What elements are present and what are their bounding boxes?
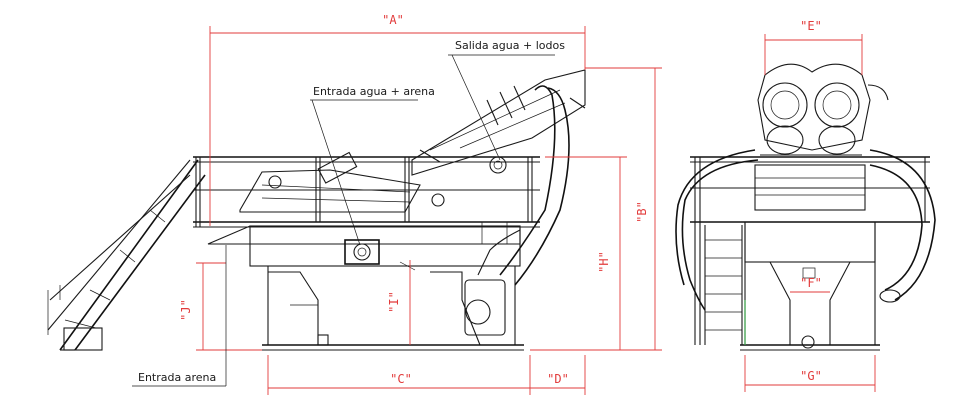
tank [207,225,524,351]
twin-cyclones [757,63,889,156]
front-ladder [704,225,746,345]
pipework [464,85,570,336]
dim-label-d: "D" [547,372,569,386]
label-inlet: Entrada agua + arena [313,85,435,98]
front-platform [690,156,930,345]
dim-label-j: "J" [179,299,193,321]
side-view [47,69,586,351]
walkway-platform [193,156,540,228]
front-view [675,63,936,351]
label-sand-inlet: Entrada arena [138,371,216,384]
front-hoses [675,149,936,311]
dim-label-f: "F" [800,276,822,290]
dim-label-g: "G" [800,369,822,383]
dim-label-c: "C" [390,372,412,386]
staircase [47,159,206,351]
front-tank [740,221,880,351]
callouts [132,54,555,387]
dimension-lines [196,26,876,395]
dim-label-e: "E" [800,19,822,33]
dim-label-b: "B" [635,201,649,223]
label-outlet: Salida agua + lodos [455,39,565,52]
dim-label-a: "A" [382,13,404,27]
dim-label-h: "H" [597,251,611,273]
dim-label-i: "I" [387,291,401,313]
dewatering-screen [239,151,445,213]
hydrocyclone-inclined [411,69,586,176]
